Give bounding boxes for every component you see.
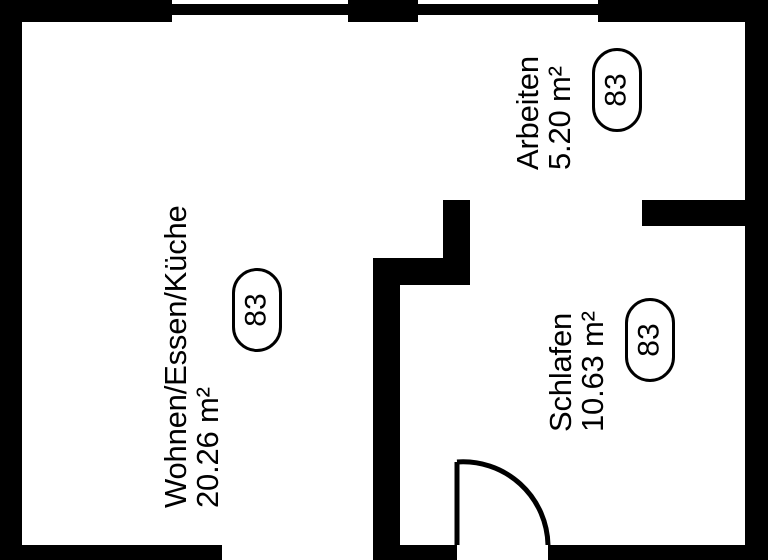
doors-group bbox=[454, 459, 551, 546]
top-exterior-wall-left bbox=[0, 0, 172, 22]
window-opening-top-right bbox=[416, 4, 600, 15]
top-exterior-wall-right bbox=[598, 0, 768, 22]
room-badge-arbeiten: 83 bbox=[592, 48, 642, 132]
room-badge-wohnen-essen-kueche: 83 bbox=[232, 268, 282, 352]
room-badge-value-arbeiten: 83 bbox=[600, 73, 633, 107]
right-partition-wall-stub bbox=[642, 200, 748, 226]
windows-group bbox=[170, 4, 600, 15]
left-exterior-wall bbox=[0, 0, 22, 560]
bottom-exterior-wall-middle bbox=[373, 545, 457, 560]
partition-wall-vertical-long bbox=[373, 258, 400, 548]
room-badge-value-schlafen: 83 bbox=[633, 323, 666, 357]
room-badge-schlafen: 83 bbox=[625, 298, 675, 382]
bottom-exterior-wall-left bbox=[0, 545, 222, 560]
window-opening-top-left bbox=[170, 4, 350, 15]
room-badge-value-wohnen-essen-kueche: 83 bbox=[240, 293, 273, 327]
door-swing-schlafen-arc bbox=[456, 459, 551, 546]
right-exterior-wall bbox=[745, 0, 768, 560]
bottom-exterior-wall-right bbox=[548, 545, 768, 560]
top-exterior-wall-middle bbox=[348, 0, 418, 22]
